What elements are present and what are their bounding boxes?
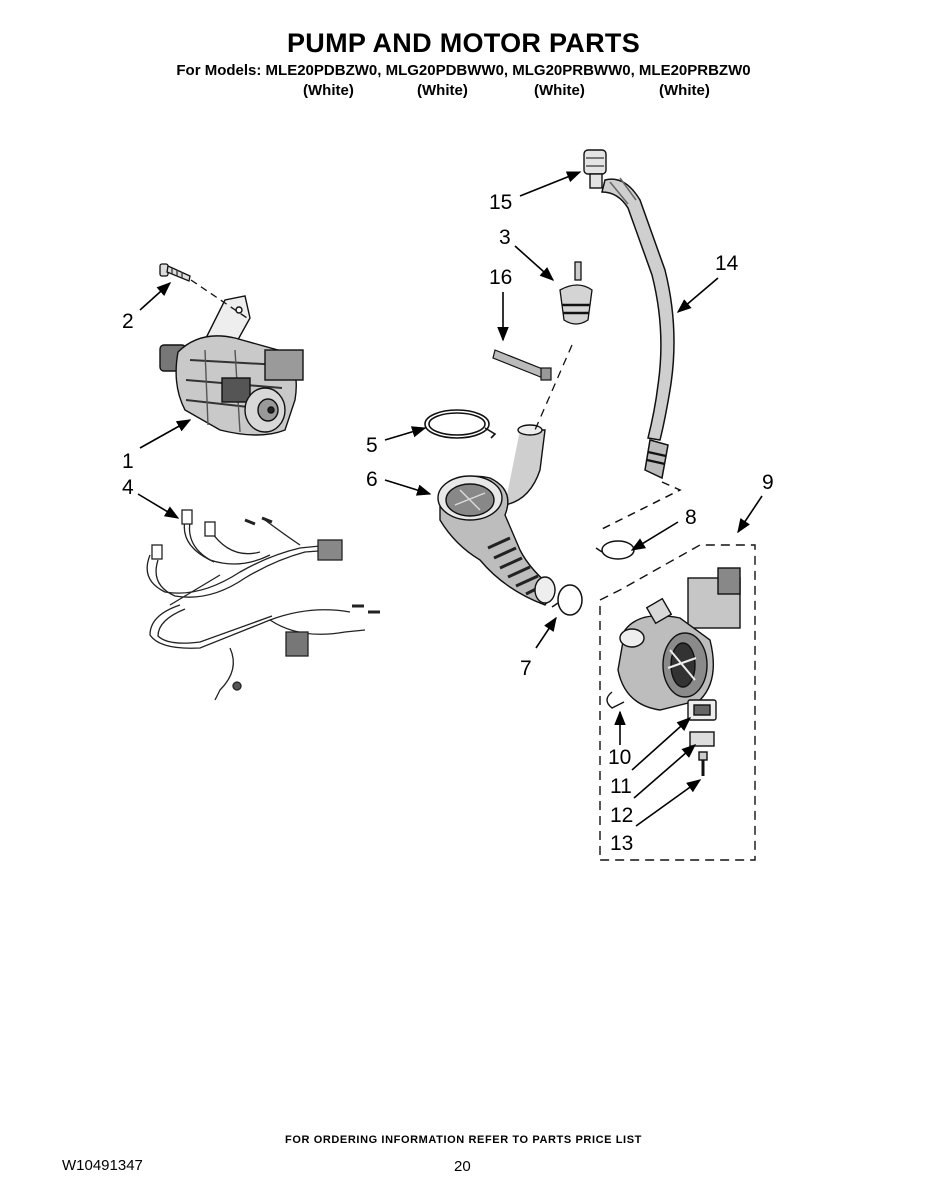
page-title: PUMP AND MOTOR PARTS: [286, 28, 641, 58]
callout-5: 5: [366, 434, 378, 457]
pressure-fitting-drawing: [534, 261, 593, 431]
cable-tie-drawing: [492, 349, 552, 381]
callout-15: 15: [489, 191, 512, 214]
document-number: W10491347: [62, 1157, 143, 1174]
clamp-drawing: [424, 409, 497, 439]
motor-drawing: [159, 295, 304, 436]
hose-clamp-small-drawing: [551, 540, 635, 616]
callout-4: 4: [122, 476, 134, 499]
hose-clip-drawing: [583, 149, 607, 189]
callout-16: 16: [489, 266, 512, 289]
drain-hose-drawing: [599, 177, 682, 531]
callout-7: 7: [520, 657, 532, 680]
callout-14: 14: [715, 252, 739, 275]
callout-1: 1: [122, 450, 134, 473]
callout-8: 8: [685, 506, 697, 529]
callout-11: 11: [610, 775, 632, 798]
sump-hose-drawing: [437, 424, 556, 606]
color-label-4: (White): [659, 82, 710, 99]
models-line: For Models: MLE20PDBZW0, MLG20PDBWW0, ML…: [176, 62, 751, 79]
callout-10: 10: [608, 746, 631, 769]
color-label-1: (White): [303, 82, 354, 99]
wire-harness-drawing: [146, 509, 380, 701]
callout-9: 9: [762, 471, 774, 494]
callout-12: 12: [610, 804, 633, 827]
page-number: 20: [454, 1158, 471, 1175]
pump-assembly-drawing: [599, 544, 756, 861]
callout-numbers: 1 2 3 4 5 6 7 8 9 10 11 12 13 14 15 16: [122, 191, 774, 855]
callout-3: 3: [499, 226, 511, 249]
color-label-2: (White): [417, 82, 468, 99]
callout-2: 2: [122, 310, 134, 333]
color-label-3: (White): [534, 82, 585, 99]
ordering-info-note: FOR ORDERING INFORMATION REFER TO PARTS …: [285, 1134, 642, 1146]
callout-6: 6: [366, 468, 378, 491]
leader-arrows: [137, 171, 763, 827]
callout-13: 13: [610, 832, 633, 855]
screw-drawing: [159, 263, 251, 321]
